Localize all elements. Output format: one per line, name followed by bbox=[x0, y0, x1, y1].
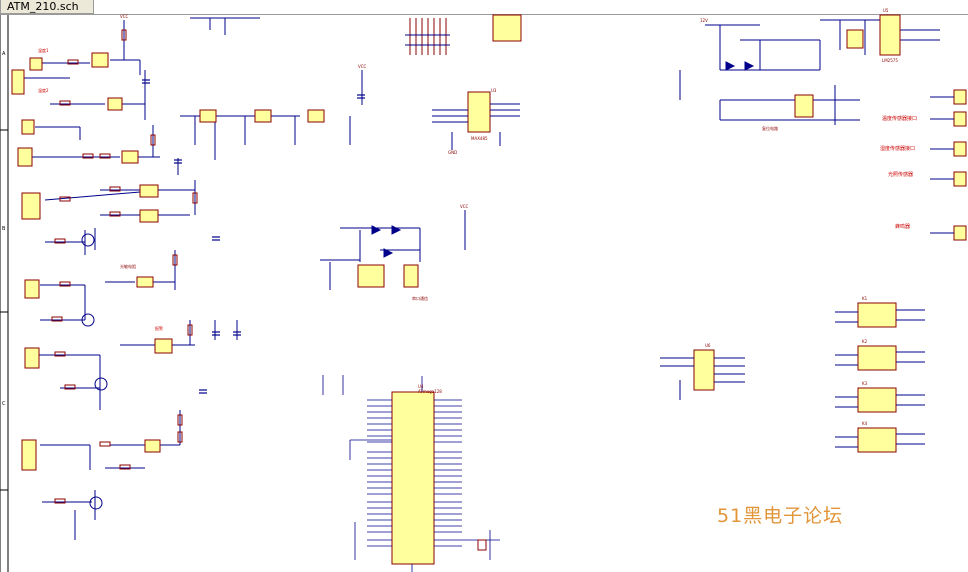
left-label-photo: 光敏电阻 bbox=[120, 263, 136, 269]
relay-1-ref: K1 bbox=[862, 296, 868, 301]
relay-driver-ref: U6 bbox=[705, 343, 711, 348]
relay-3 bbox=[857, 387, 897, 413]
relay-4-ref: K4 bbox=[862, 421, 868, 426]
vcc-label-1: VCC bbox=[120, 14, 129, 19]
mid-label-reset: 复位电路 bbox=[762, 125, 778, 131]
relay-driver-chip bbox=[693, 349, 715, 391]
rs485-chip bbox=[467, 91, 491, 133]
zone-letter-c: C bbox=[2, 401, 6, 407]
left-label-temp2: 温度2 bbox=[38, 87, 49, 93]
zone-letter-b: B bbox=[2, 226, 6, 232]
crystal bbox=[477, 539, 487, 551]
right-label-light: 光照传感器 bbox=[888, 171, 913, 178]
left-label-temp1: 温度1 bbox=[38, 47, 49, 53]
forum-watermark: 51黑电子论坛 bbox=[717, 505, 844, 527]
rs485-ref: U3 bbox=[491, 88, 497, 93]
right-label-humidity: 湿度传感器接口 bbox=[880, 145, 915, 152]
rs485-part: MAX485 bbox=[471, 136, 488, 141]
net-12v-label: 12V bbox=[700, 18, 708, 23]
tab-strip-border bbox=[0, 14, 968, 15]
rs232-chip bbox=[357, 264, 385, 288]
relay-2 bbox=[857, 345, 897, 371]
relay-1 bbox=[857, 302, 897, 328]
mid-label-serial: 串口通信 bbox=[412, 295, 428, 301]
gnd-label: GND bbox=[448, 150, 457, 155]
mcu-ref: U4 bbox=[418, 384, 424, 389]
vcc-label-3: VCC bbox=[460, 204, 469, 209]
right-label-temp: 温度传感器接口 bbox=[882, 115, 917, 122]
relay-4 bbox=[857, 427, 897, 453]
relay-2-ref: K2 bbox=[862, 339, 868, 344]
mcu-chip bbox=[391, 391, 435, 565]
mcu-part: ATmega128 bbox=[418, 389, 442, 394]
relay-3-ref: K3 bbox=[862, 381, 868, 386]
reg-part: LM2575 bbox=[882, 58, 898, 63]
document-tab[interactable]: ATM_210.sch bbox=[0, 0, 94, 14]
vcc-label-2: VCC bbox=[358, 64, 367, 69]
regulator-chip bbox=[879, 14, 901, 56]
reg-ref: U5 bbox=[883, 8, 889, 13]
zone-letter-a: A bbox=[2, 51, 6, 57]
right-label-buzzer: 蜂鸣器 bbox=[895, 223, 910, 230]
left-label-alarm: 报警 bbox=[155, 325, 163, 331]
